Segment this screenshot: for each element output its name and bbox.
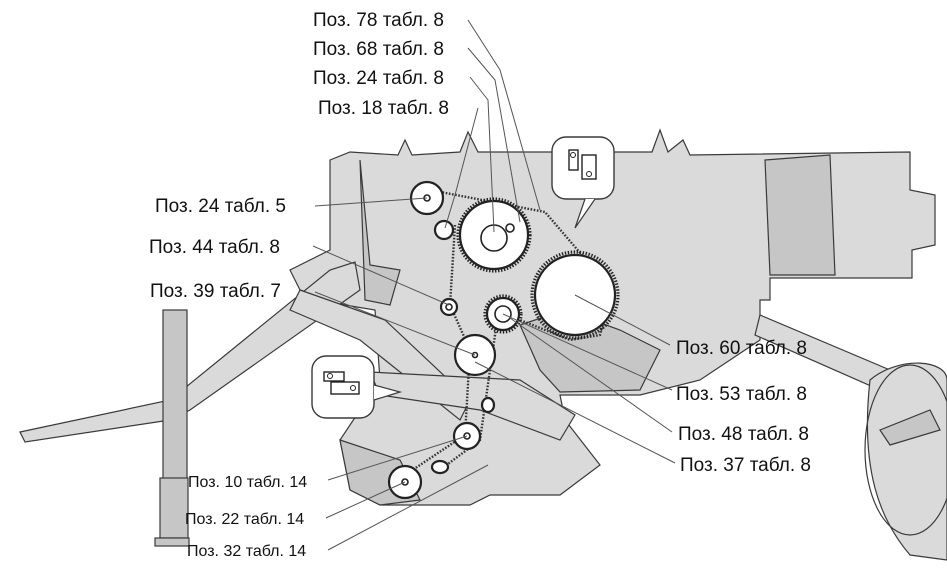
callout-pos44-t8: Поз. 44 табл. 8 <box>149 237 280 258</box>
callout-pos32-t14: Поз. 32 табл. 14 <box>187 543 306 560</box>
callouts: Поз. 78 табл. 8 Поз. 68 табл. 8 Поз. 24 … <box>149 10 811 560</box>
callout-pos24-t5: Поз. 24 табл. 5 <box>155 196 286 217</box>
callout-pos10-t14: Поз. 10 табл. 14 <box>188 474 307 491</box>
callout-pos78-t8: Поз. 78 табл. 8 <box>313 10 444 31</box>
frame-beams <box>19 261 891 547</box>
callout-pos37-t8: Поз. 37 табл. 8 <box>680 455 811 476</box>
callout-pos22-t14: Поз. 22 табл. 14 <box>185 511 304 528</box>
leader-lines <box>312 19 676 551</box>
callout-pos68-t8: Поз. 68 табл. 8 <box>313 39 444 60</box>
wheel <box>864 362 947 561</box>
callout-pos24-t8: Поз. 24 табл. 8 <box>313 68 444 89</box>
detail-inset-bottom <box>311 355 403 419</box>
callout-pos48-t8: Поз. 48 табл. 8 <box>678 424 809 445</box>
detail-inset-top <box>551 136 615 229</box>
callout-pos53-t8: Поз. 53 табл. 8 <box>676 384 807 405</box>
callout-pos39-t7: Поз. 39 табл. 7 <box>150 281 281 302</box>
callout-pos18-t8: Поз. 18 табл. 8 <box>318 98 449 119</box>
callout-pos60-t8: Поз. 60 табл. 8 <box>676 338 807 359</box>
